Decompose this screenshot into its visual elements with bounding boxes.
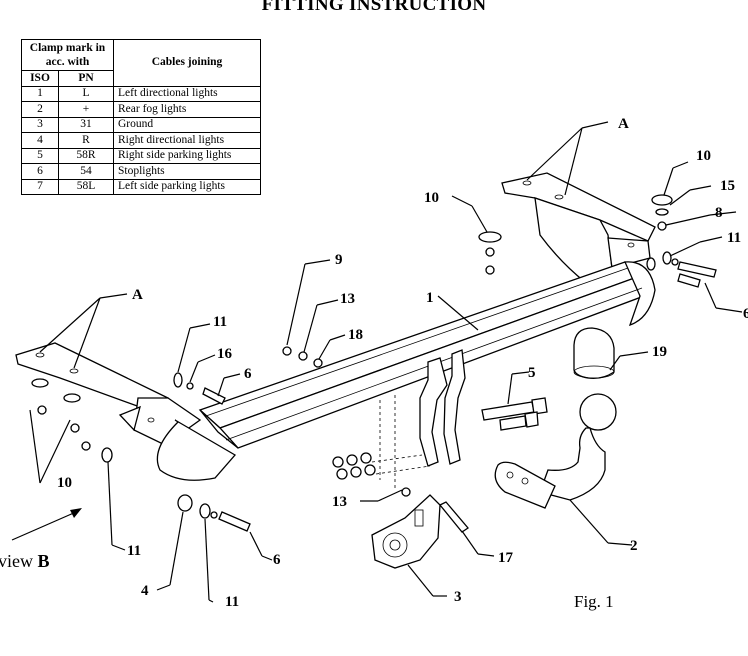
label-washer-10-left: 10	[57, 475, 72, 491]
table-row: 5 58R Right side parking lights	[21, 147, 261, 164]
hardware-right	[646, 194, 717, 288]
figure-label: Fig. 1	[574, 592, 614, 611]
view-b-arrow	[11, 508, 82, 541]
label-washer-11-left: 11	[213, 314, 227, 330]
table-row: 2 + Rear fog lights	[21, 101, 261, 118]
hardware-center	[282, 231, 502, 533]
leader-lines	[29, 121, 743, 603]
view-word: view	[0, 551, 33, 571]
label-washer-13-bottom: 13	[332, 494, 347, 510]
label-washer-13-top: 13	[340, 291, 355, 307]
label-spacer: 4	[141, 583, 149, 599]
table-cell-desc: Left directional lights	[113, 85, 261, 102]
label-nut-9: 9	[335, 252, 343, 268]
label-bolt-6-left: 6	[244, 366, 252, 382]
left-mounting-bracket	[15, 342, 202, 446]
label-bolt-6-right: 6	[743, 306, 748, 322]
table-row: 6 54 Stoplights	[21, 163, 261, 180]
label-washer-16: 16	[217, 346, 233, 362]
label-washer-15: 15	[720, 178, 735, 194]
table-row: 4 R Right directional lights	[21, 132, 261, 149]
label-washer-11-right: 11	[727, 230, 741, 246]
label-ball-neck: 2	[630, 538, 638, 554]
ball-neck	[494, 393, 617, 509]
nuts-13-cluster	[332, 452, 431, 480]
clamp-mark-table: Clamp mark in acc. with Cables joining I…	[21, 39, 261, 195]
label-nut-18: 18	[348, 327, 363, 343]
label-washer-10-right: 10	[696, 148, 711, 164]
label-crossbar: 1	[426, 290, 434, 306]
label-nut-8: 8	[715, 205, 723, 221]
table-row: 7 58L Left side parking lights	[21, 178, 261, 195]
table-row: 1 L Left directional lights	[21, 85, 261, 102]
label-washer-11-bottom: 11	[225, 594, 239, 610]
socket-plate	[371, 494, 441, 569]
label-bracket-a-right: A	[618, 116, 629, 132]
page-title: FITTING INSTRUCTION	[261, 0, 487, 15]
table-cell-desc: Left side parking lights	[113, 178, 261, 195]
ball-cover	[573, 327, 615, 380]
view-b-label: view B	[0, 551, 50, 571]
label-bolt-17: 17	[498, 550, 514, 566]
label-ball-cover: 19	[652, 344, 667, 360]
hardware-left	[31, 372, 251, 532]
label-bolt-6-bottom: 6	[273, 552, 281, 568]
table-header-cables: Cables joining	[113, 39, 261, 87]
label-bolts-5: 5	[528, 365, 536, 381]
label-washer-11-left-low: 11	[127, 543, 141, 559]
table-cell-desc: Ground	[113, 116, 261, 133]
table-row: 3 31 Ground	[21, 116, 261, 133]
table-cell-desc: Right directional lights	[113, 132, 261, 149]
table-cell-pn: 58L	[58, 178, 114, 195]
right-mounting-bracket	[501, 172, 656, 283]
center-mount-plates	[379, 349, 466, 490]
table-header-pn: PN	[58, 70, 114, 87]
view-letter: B	[38, 551, 50, 571]
label-washer-10-center: 10	[424, 190, 439, 206]
label-bracket-a-left: A	[132, 287, 143, 303]
label-socket-plate: 3	[454, 589, 462, 605]
bolts-5	[481, 397, 548, 431]
